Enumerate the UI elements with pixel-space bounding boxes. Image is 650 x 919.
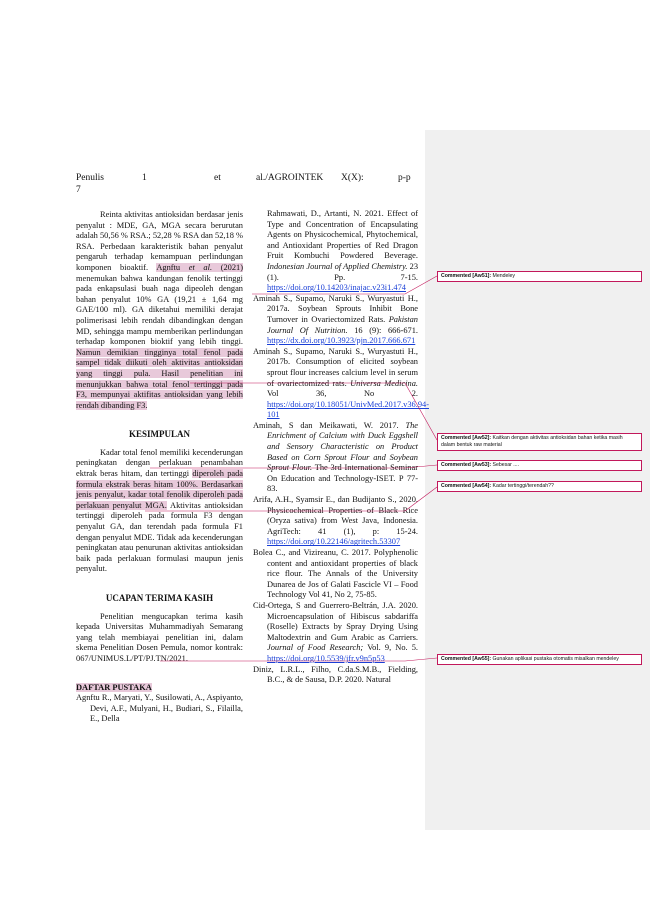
connector-line xyxy=(190,382,438,441)
text: Cid-Ortega, S and Guerrero-Beltrán, J.A.… xyxy=(253,600,418,642)
comment-label: Commented [Aw52]: xyxy=(441,435,492,441)
reference-item: Diniz, L.R.L., Filho, C.da.S.M.B., Field… xyxy=(253,664,418,685)
citation-highlight[interactable]: Agnftu et al. (2021) xyxy=(156,262,244,272)
doi-link[interactable]: https://doi.org/10.22146/agritech.53307 xyxy=(267,537,401,547)
doi-link[interactable]: https://doi.org/10.5539/jfr.v9n5p53 xyxy=(267,653,385,663)
comment-label: Commented [Aw51]: xyxy=(441,273,492,279)
connector-line xyxy=(145,486,438,512)
reference-item: Bolea C., and Vizireanu, C. 2017. Polyph… xyxy=(253,548,418,600)
comment-label: Commented [Aw54]: xyxy=(441,483,492,489)
text: Agnftu xyxy=(156,262,181,272)
text: Aminah S., Supamo, Naruki S., Wuryastuti… xyxy=(253,293,418,324)
reference-continuation: Rahmawati, D., Artanti, N. 2021. Effect … xyxy=(253,209,418,294)
comment-label: Commented [Aw53]: xyxy=(441,462,492,468)
text: menemukan bahwa kandungan fenolik tertin… xyxy=(76,273,243,347)
results-paragraph: Reinta aktivitas antioksidan berdasar je… xyxy=(76,210,244,411)
doi-link[interactable]: https://doi.org/10.18051/UnivMed.2017.v3… xyxy=(267,399,429,420)
left-column: Reinta aktivitas antioksidan berdasar je… xyxy=(76,210,244,725)
comment-text: Gunakan aplikasi pustaka otomatis misalk… xyxy=(492,656,619,662)
text: Pakistan Journal Of Nutrition. xyxy=(267,314,418,335)
header-author: Penulis xyxy=(76,173,104,183)
text: Rahmawati, D., Artanti, N. 2021. Effect … xyxy=(267,209,418,261)
ucapan-heading: UCAPAN TERIMA KASIH xyxy=(105,593,214,603)
comment-text: Sebesar .... xyxy=(492,462,520,468)
text: Aminah, S dan Meikawati, W. 2017. xyxy=(253,420,399,430)
highlighted-text[interactable]: DAFTAR PUSTAKA xyxy=(76,682,152,692)
comment-box[interactable]: Commented [Aw54]: Kadar tertinggi/terend… xyxy=(437,481,642,492)
connector-line xyxy=(150,464,438,469)
text: Aktivitas antioksidan tertinggi diperole… xyxy=(76,500,243,574)
header-volume: X(X): xyxy=(341,173,364,183)
header-page-number: 7 xyxy=(76,185,81,195)
text: Kadar total fenol memiliki kecenderungan… xyxy=(76,447,243,479)
doi-link[interactable]: https://dx.doi.org/10.3923/pjn.2017.666.… xyxy=(267,336,416,346)
kesimpulan-heading: KESIMPULAN xyxy=(128,429,190,440)
kesimpulan-paragraph: Kadar total fenol memiliki kecenderungan… xyxy=(76,447,244,575)
text: 23 (1). Pp. 7-15. xyxy=(267,261,419,282)
text: Indonesian Journal of Applied Chemistry. xyxy=(267,261,408,271)
reference-item: Agnftu R., Maryati, Y., Susilowati, A., … xyxy=(76,693,243,724)
text: (2021) xyxy=(220,262,244,272)
comment-box[interactable]: Commented [Aw51]: Mendeley xyxy=(437,271,642,282)
reference-item: Aminah S., Supamo, Naruki S., Wuryastuti… xyxy=(253,294,418,347)
connector-line xyxy=(160,657,438,662)
daftar-pustaka-heading: DAFTAR PUSTAKA xyxy=(76,682,243,694)
text: Vol. 9, No. 5. xyxy=(367,643,419,653)
text: Journal of Food Research; xyxy=(267,643,364,653)
comment-text: Kadar tertinggi/terendah?? xyxy=(492,483,554,489)
comment-label: Commented [Aw55]: xyxy=(441,656,492,662)
header-etal: et xyxy=(214,173,221,183)
comment-box[interactable]: Commented [Aw53]: Sebesar .... xyxy=(437,460,642,471)
doi-link[interactable]: https://doi.org/10.14203/inajac.v23i1.47… xyxy=(267,283,406,293)
comments-sidebar xyxy=(425,130,650,830)
header-pages: p-p xyxy=(398,173,411,183)
reference-item: Cid-Ortega, S and Guerrero-Beltrán, J.A.… xyxy=(253,601,418,665)
text: et al. xyxy=(188,262,213,272)
comment-box[interactable]: Commented [Aw55]: Gunakan aplikasi pusta… xyxy=(437,654,642,665)
text: Vol 36, No 2. xyxy=(267,389,418,399)
reference-item: Arifa, A.H., Syamsir E., dan Budijanto S… xyxy=(253,495,418,548)
ucapan-paragraph: Penelitian mengucapkan terima kasih kepa… xyxy=(76,611,243,663)
comment-text: Mendeley xyxy=(492,273,516,279)
header-number: 1 xyxy=(142,173,147,183)
connector-line xyxy=(252,275,438,295)
text: 16 (9): 666-671. xyxy=(354,325,418,335)
comment-text: Kaitkan dengan aktivitas antioksidan bah… xyxy=(441,435,623,448)
text: Reinta aktivitas antioksidan berdasar je… xyxy=(76,210,243,272)
text: Arifa, A.H., Syamsir E., dan Budijanto S… xyxy=(253,495,418,536)
comment-box[interactable]: Commented [Aw52]: Kaitkan dengan aktivit… xyxy=(437,433,642,451)
header-journal: al./AGROINTEK xyxy=(256,173,324,183)
